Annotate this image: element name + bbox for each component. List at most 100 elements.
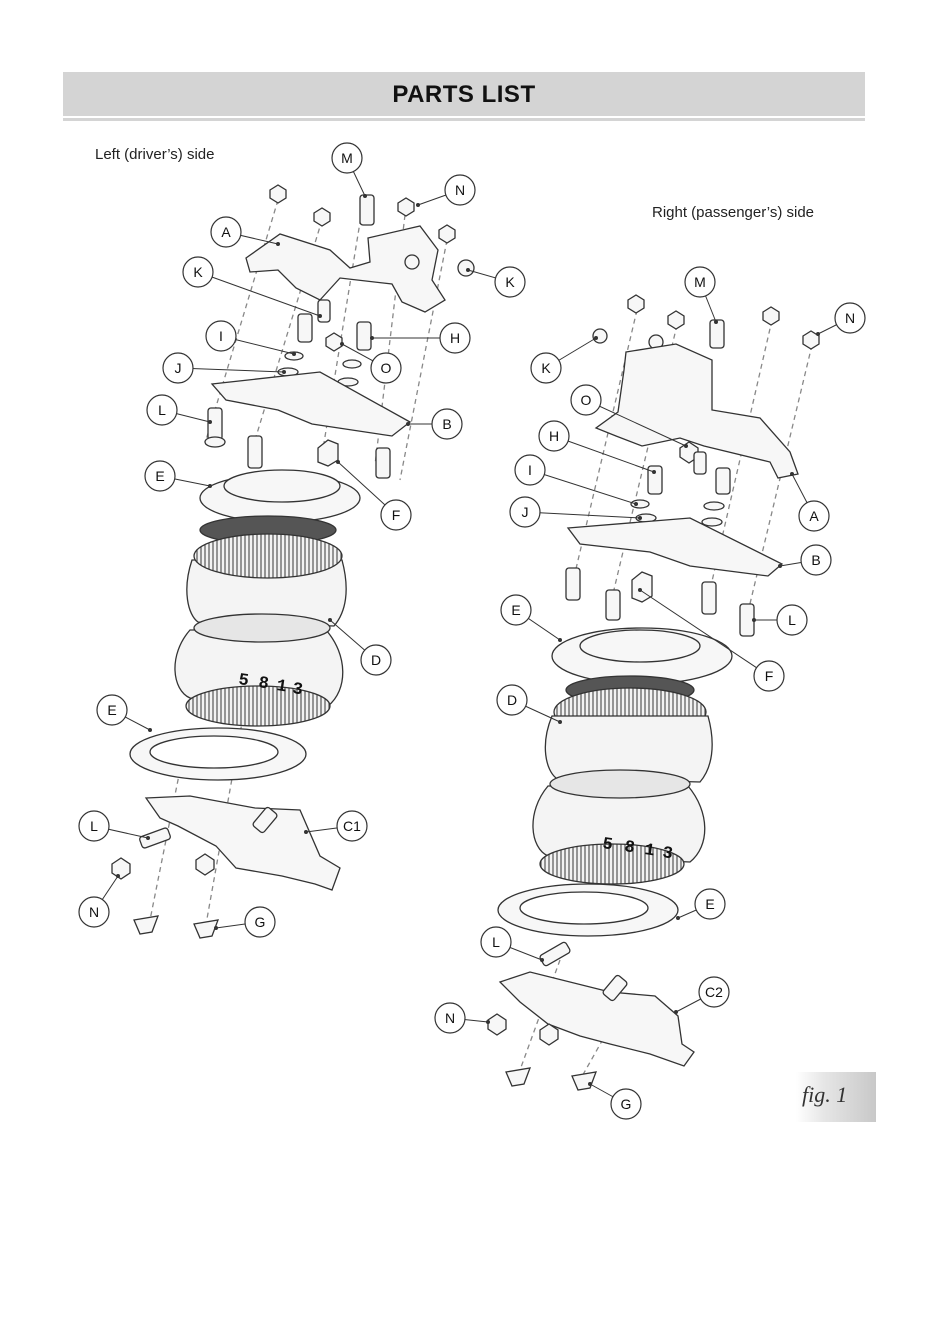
left-bolt-k2 [458,260,474,276]
right-callout-label-7: A [809,508,819,524]
right-callout-tip-2 [594,336,598,340]
right-bolt-l4 [740,604,754,636]
right-callout-tip-17 [588,1082,592,1086]
left-bolt-l-bottom [139,827,171,849]
left-nut-n2 [196,854,214,875]
right-callout-label-0: M [694,274,706,290]
right-bracket-c2 [500,972,694,1066]
right-callout-tip-15 [674,1010,678,1014]
left-assembly: 5 8 1 3 [112,185,474,938]
left-callout-tip-0 [363,194,367,198]
left-bolt-k3 [318,300,330,322]
left-callout-label-14: E [107,702,116,718]
left-callout-label-1: N [455,182,465,198]
right-bolt-l-bottom [539,941,571,966]
left-bolt-h2 [357,322,371,350]
left-callout-tip-1 [416,203,420,207]
right-top-cap [580,630,700,662]
right-callout-tip-1 [816,332,820,336]
right-callout-leader-6 [525,512,640,518]
left-callout-label-13: D [371,652,381,668]
right-callout-label-10: E [511,602,520,618]
left-callout-label-16: C1 [343,818,361,834]
right-bolt-g1 [506,1068,530,1086]
right-callout-label-9: L [788,612,796,628]
right-bolt-k [593,329,607,343]
left-callout-tip-3 [318,314,322,318]
right-callout-label-13: E [705,896,714,912]
left-callout-tip-10 [406,422,410,426]
left-callout-tip-16 [304,830,308,834]
figure-label: fig. 1 [802,1082,847,1108]
left-bolt-k [405,255,419,269]
left-callout-label-6: H [450,330,460,346]
right-callout-tip-13 [676,916,680,920]
left-callout-label-8: O [381,360,392,376]
right-callout-label-3: O [581,392,592,408]
left-callout-tip-12 [336,460,340,464]
left-bolt-l2 [248,436,262,468]
left-bolt-l1 [208,408,222,440]
right-callout-tip-7 [790,472,794,476]
left-callout-tip-5 [292,352,296,356]
right-bellows-d [533,676,712,884]
left-callout-leader-7 [178,368,284,372]
right-callout-label-8: B [811,552,820,568]
left-callout-tip-8 [340,342,344,346]
left-nut-o [326,333,342,351]
right-top-nut-2 [668,311,684,329]
left-bracket-a [246,226,445,312]
right-fitting-f [632,572,652,602]
right-callout-label-12: D [507,692,517,708]
right-callout-label-2: K [541,360,551,376]
left-callout-label-15: L [90,818,98,834]
left-callout-tip-7 [282,370,286,374]
left-callout-tip-6 [370,336,374,340]
right-callout-tip-10 [558,638,562,642]
right-callout-label-1: N [845,310,855,326]
left-callout-label-0: M [341,150,353,166]
right-callout-label-15: C2 [705,984,723,1000]
left-callout-tip-15 [146,836,150,840]
right-callout-label-5: I [528,462,532,478]
figure-label-box: fig. 1 [796,1072,876,1122]
right-callout-tip-6 [638,516,642,520]
left-bolt-m [360,195,374,225]
right-callout-tip-14 [540,958,544,962]
right-callout-tip-9 [752,618,756,622]
right-callout-tip-0 [714,320,718,324]
right-callout-tip-11 [638,588,642,592]
left-bracket-c1 [146,796,340,890]
left-callout-label-5: I [219,328,223,344]
left-bellows-d [175,516,346,726]
right-callout-label-4: H [549,428,559,444]
left-callout-label-17: N [89,904,99,920]
left-callout-tip-4 [466,268,470,272]
left-callout-label-9: L [158,402,166,418]
right-bolt-m [710,320,724,348]
left-bolt-l3 [376,448,390,478]
right-callout-tip-12 [558,720,562,724]
left-callout-label-7: J [175,360,182,376]
right-callout-label-16: N [445,1010,455,1026]
left-callout-label-2: A [221,224,231,240]
right-callout-label-6: J [522,504,529,520]
left-top-cap [224,470,340,502]
right-bolt-l3 [702,582,716,614]
left-callout-tip-18 [214,926,218,930]
left-callout-tip-17 [116,874,120,878]
right-plate-b [568,518,782,576]
left-callout-label-12: F [392,507,401,523]
left-callout-label-3: K [193,264,203,280]
left-fitting-f [318,440,338,466]
left-washer-o2 [343,360,361,368]
right-callout-tip-5 [634,502,638,506]
left-callout-tip-14 [148,728,152,732]
left-bolt-h1 [298,314,312,342]
left-callout-tip-11 [208,484,212,488]
right-top-nut-1 [628,295,644,313]
right-bolt-l2 [606,590,620,620]
left-callout-label-4: K [505,274,515,290]
right-callout-tip-8 [778,564,782,568]
